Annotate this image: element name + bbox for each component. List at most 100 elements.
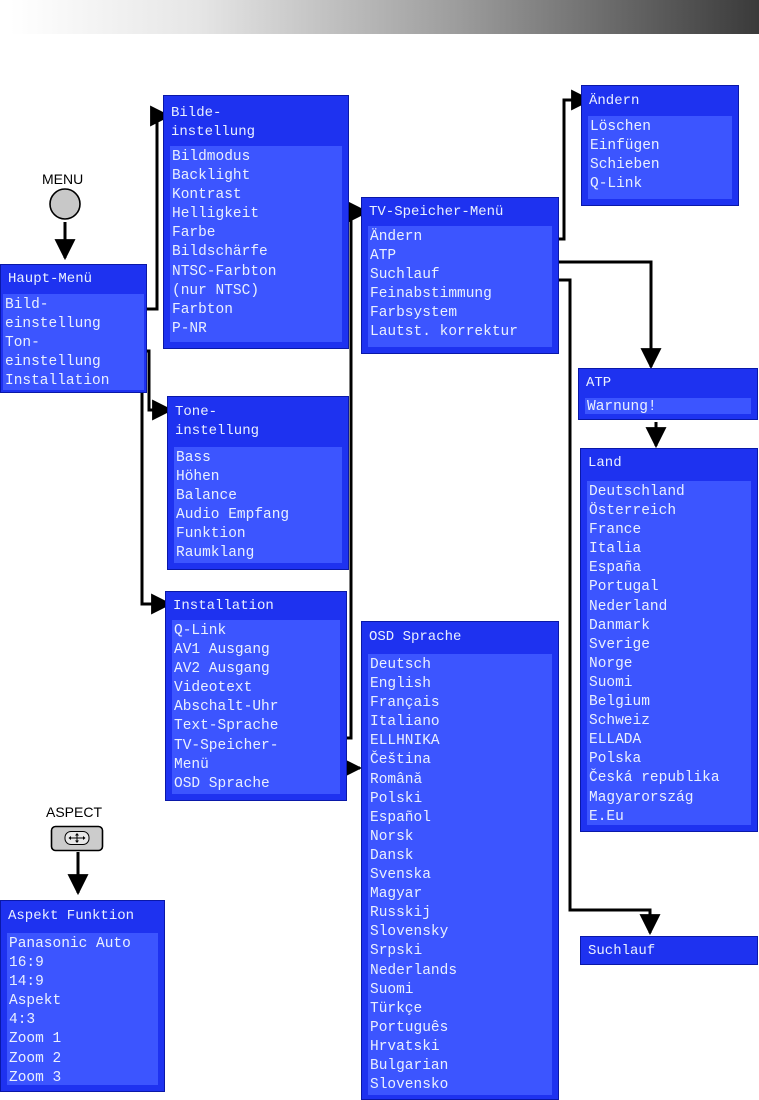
aspekt-item[interactable]: 14:9 <box>9 974 44 991</box>
installation-item-osd[interactable]: OSD Sprache <box>174 775 270 792</box>
tvspeicher-item[interactable]: Farbsystem <box>370 305 458 322</box>
osd-item[interactable]: Norsk <box>370 828 414 845</box>
land-item[interactable]: Belgium <box>589 694 650 711</box>
land-item[interactable]: Magyarország <box>589 789 694 806</box>
ton-item[interactable]: Funktion <box>176 526 246 543</box>
land-item[interactable]: Norge <box>589 655 633 672</box>
haupt-item-ton[interactable]: Ton- <box>5 335 40 352</box>
bild-item[interactable]: Helligkeit <box>172 206 260 223</box>
tvspeicher-menu: TV-Speicher-Menü Ändern ATP Suchlauf Fei… <box>361 197 559 354</box>
osd-item[interactable]: Čeština <box>370 752 431 769</box>
bild-item[interactable]: Farbe <box>172 225 216 242</box>
osd-item[interactable]: Srpski <box>370 943 423 960</box>
installation-item-tvspeicher[interactable]: TV-Speicher- <box>174 737 279 754</box>
osd-item[interactable]: ELLHNIKA <box>370 733 440 750</box>
tvspeicher-item-atp[interactable]: ATP <box>370 248 397 265</box>
aspekt-item[interactable]: Panasonic Auto <box>9 936 131 952</box>
andern-item[interactable]: Q-Link <box>590 176 643 193</box>
haupt-item-bild[interactable]: Bild- <box>5 297 49 313</box>
haupt-item-bild-2[interactable]: einstellung <box>5 316 101 333</box>
osd-item[interactable]: Nederlands <box>370 962 458 979</box>
osd-item[interactable]: Türkçe <box>370 1000 423 1017</box>
installation-item[interactable]: Abschalt-Uhr <box>174 699 279 716</box>
installation-item[interactable]: Q-Link <box>174 623 227 639</box>
land-item[interactable]: Deutschland <box>589 484 685 500</box>
osd-item[interactable]: Hrvatski <box>370 1038 440 1055</box>
ton-item[interactable]: Audio Empfang <box>176 507 290 524</box>
ton-item[interactable]: Balance <box>176 488 237 505</box>
aspekt-item[interactable]: 4:3 <box>9 1012 36 1029</box>
land-item[interactable]: Nederland <box>589 598 668 615</box>
ton-item[interactable]: Höhen <box>176 469 220 486</box>
bild-item[interactable]: Farbton <box>172 301 233 318</box>
land-item[interactable]: Polska <box>589 751 642 768</box>
installation-item[interactable]: AV2 Ausgang <box>174 661 270 678</box>
osd-item[interactable]: Bulgarian <box>370 1057 449 1074</box>
installation-item[interactable]: AV1 Ausgang <box>174 642 270 659</box>
land-item[interactable]: France <box>589 522 642 539</box>
menu-button-label: MENU <box>42 171 84 187</box>
aspekt-item[interactable]: Zoom 1 <box>9 1031 62 1048</box>
tvspeicher-menu-title: TV-Speicher-Menü <box>369 204 504 220</box>
osd-item[interactable]: English <box>370 676 431 693</box>
aspekt-item[interactable]: Zoom 3 <box>9 1069 62 1086</box>
osd-item[interactable]: Polski <box>370 790 423 807</box>
osd-item[interactable]: Slovensky <box>370 924 449 941</box>
tvspeicher-item[interactable]: Lautst. korrektur <box>370 324 518 341</box>
aspekt-item[interactable]: Aspekt <box>9 993 62 1010</box>
bild-item[interactable]: NTSC-Farbton <box>172 263 277 280</box>
osd-item[interactable]: Română <box>370 771 423 788</box>
ton-item[interactable]: Bass <box>176 450 211 466</box>
land-item[interactable]: Portugal <box>589 579 659 596</box>
osd-item[interactable]: Dansk <box>370 847 414 864</box>
atp-menu: ATP Warnung! <box>578 368 758 420</box>
andern-item[interactable]: Schieben <box>590 157 660 174</box>
tvspeicher-item[interactable]: Feinabstimmung <box>370 286 492 303</box>
atp-item-warnung: Warnung! <box>587 399 657 415</box>
osd-item[interactable]: Suomi <box>370 981 414 998</box>
andern-item[interactable]: Einfügen <box>590 138 660 155</box>
land-item[interactable]: Italia <box>589 541 642 558</box>
osd-item[interactable]: Deutsch <box>370 657 431 673</box>
osd-item[interactable]: Français <box>370 695 440 712</box>
bild-item[interactable]: Bildschärfe <box>172 244 268 261</box>
menu-button[interactable] <box>47 186 83 222</box>
line-install-to-installmenu <box>128 378 173 615</box>
installation-item[interactable]: Videotext <box>174 680 253 697</box>
land-item[interactable]: España <box>589 560 642 577</box>
andern-item[interactable]: Löschen <box>590 119 651 135</box>
land-item[interactable]: Danmark <box>589 617 650 634</box>
tvspeicher-item-andern[interactable]: Ändern <box>370 229 423 245</box>
aspekt-item[interactable]: 16:9 <box>9 955 44 972</box>
bild-item[interactable]: Kontrast <box>172 187 242 204</box>
osd-item[interactable]: Magyar <box>370 886 423 903</box>
land-item[interactable]: E.Eu <box>589 808 624 825</box>
aspekt-menu: Aspekt Funktion Panasonic Auto 16:9 14:9… <box>0 900 165 1092</box>
tvspeicher-item-suchlauf[interactable]: Suchlauf <box>370 267 440 284</box>
bild-item[interactable]: (nur NTSC) <box>172 282 260 299</box>
bild-item[interactable]: Backlight <box>172 168 251 185</box>
osd-item[interactable]: Slovensko <box>370 1077 449 1094</box>
bild-menu: Bilde- instellung Bildmodus Backlight Ko… <box>163 95 349 349</box>
land-item[interactable]: Österreich <box>589 503 677 520</box>
osd-item[interactable]: Russkij <box>370 905 431 922</box>
aspect-button[interactable] <box>50 825 106 853</box>
land-item[interactable]: Suomi <box>589 674 633 691</box>
land-item[interactable]: Česká republika <box>589 770 720 787</box>
osd-item[interactable]: Português <box>370 1019 449 1036</box>
bild-item[interactable]: Bildmodus <box>172 149 251 165</box>
line-suchlauf-to-suchlaufbox <box>540 278 661 936</box>
haupt-item-installation[interactable]: Installation <box>5 373 110 390</box>
osd-item[interactable]: Svenska <box>370 867 431 884</box>
installation-item-tvspeicher-2[interactable]: Menü <box>174 756 209 773</box>
aspekt-item[interactable]: Zoom 2 <box>9 1050 62 1067</box>
land-item[interactable]: ELLADA <box>589 732 642 749</box>
bild-item[interactable]: P-NR <box>172 320 207 337</box>
ton-item[interactable]: Raumklang <box>176 545 255 562</box>
osd-item[interactable]: Italiano <box>370 714 440 731</box>
haupt-item-ton-2[interactable]: einstellung <box>5 354 101 371</box>
land-item[interactable]: Sverige <box>589 636 650 653</box>
osd-item[interactable]: Español <box>370 809 431 826</box>
land-item[interactable]: Schweiz <box>589 713 650 730</box>
installation-item[interactable]: Text-Sprache <box>174 718 279 735</box>
